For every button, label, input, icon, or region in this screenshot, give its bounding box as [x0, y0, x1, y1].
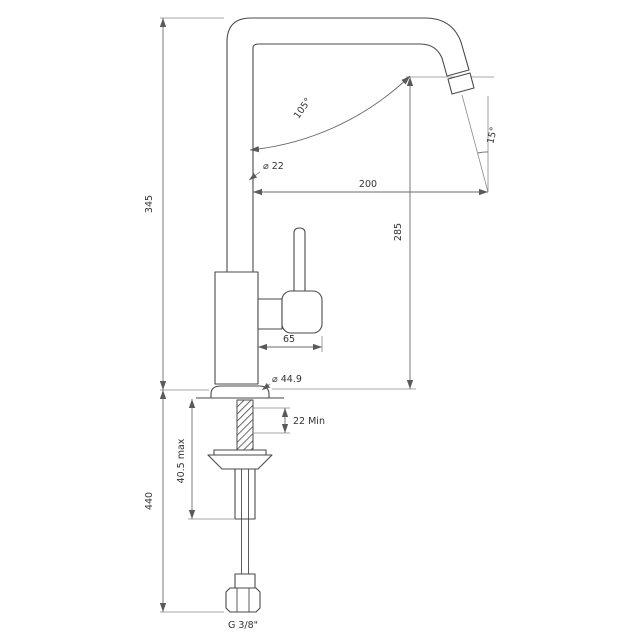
handle-lever-rod: [293, 227, 306, 294]
dimension-440: 440: [144, 390, 224, 613]
dim-label-200: 200: [359, 179, 377, 190]
dim-label-65: 65: [283, 334, 295, 345]
dim-label-dia-449: ⌀ 44.9: [272, 374, 302, 385]
dimension-200: 200: [253, 179, 488, 196]
dim-label-285: 285: [393, 223, 404, 241]
handle-connector: [257, 298, 283, 330]
dimension-diameter-22: ⌀ 22: [248, 161, 284, 181]
dimension-285: 285: [272, 77, 416, 390]
dimension-65: 65: [258, 334, 323, 352]
faucet-body-group: [196, 17, 475, 613]
dim-label-105: 105°: [292, 96, 314, 121]
dim-label-dia-22: ⌀ 22: [263, 161, 284, 172]
aerator-tip: [447, 72, 475, 95]
dimension-diameter-449: ⌀ 44.9: [261, 374, 302, 391]
dimension-105-degrees: 105°: [249, 75, 411, 153]
thread-size-label: G 3/8": [228, 620, 258, 631]
dim-label-405-max: 40.5 max: [176, 438, 187, 483]
spread-washer: [207, 454, 273, 470]
dim-label-15: 15°: [485, 126, 500, 145]
dimension-15-degrees: 15°: [461, 94, 500, 193]
spout-tube: [226, 17, 470, 273]
dimension-22-min: 22 Min: [253, 407, 325, 434]
dimension-405-max: 40.5 max: [176, 399, 234, 520]
threaded-shank: [236, 399, 254, 451]
supply-hoses: [241, 519, 249, 574]
dim-label-345: 345: [144, 195, 155, 213]
dim-label-440: 440: [144, 492, 155, 510]
hose-connector: [234, 573, 256, 589]
mounting-clamp: [234, 468, 256, 520]
washer-plate: [213, 449, 267, 456]
mixer-body: [214, 271, 259, 385]
dimension-345: 345: [144, 17, 224, 391]
dim-label-22-min: 22 Min: [293, 416, 325, 427]
hex-connection-nut: [225, 587, 261, 613]
base-flange: [210, 385, 270, 399]
handle-pivot: [281, 290, 323, 334]
